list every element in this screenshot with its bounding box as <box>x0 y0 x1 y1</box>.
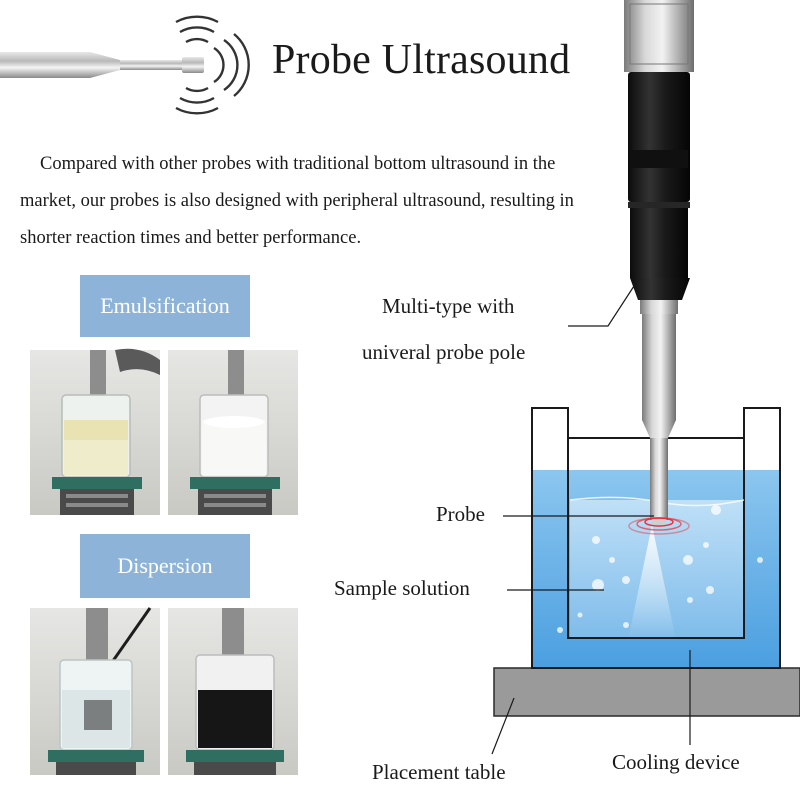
dispersion-tag: Dispersion <box>80 534 250 598</box>
ultrasonic-beam <box>628 525 676 640</box>
sound-wave-icon <box>175 15 250 115</box>
bubbles <box>557 505 763 633</box>
dispersion-photo-before <box>30 607 160 775</box>
small-probe-icon <box>0 52 204 78</box>
multitype-label-line2: univeral probe pole <box>362 340 526 364</box>
emulsification-photo-before <box>30 348 160 515</box>
emulsification-photo-after <box>168 350 298 515</box>
emulsification-tag: Emulsification <box>80 275 250 337</box>
sample-solution-label: Sample solution <box>334 576 470 600</box>
ultrasonic-ring-icon <box>628 517 690 535</box>
ultrasonic-probe <box>624 0 694 526</box>
page-title: Probe Ultrasound <box>272 37 571 83</box>
placement-table-label: Placement table <box>372 760 506 784</box>
probe-label: Probe <box>436 502 485 526</box>
cooling-device-label: Cooling device <box>612 750 740 774</box>
placement-table <box>493 667 800 717</box>
multitype-label-line1: Multi-type with <box>382 294 515 318</box>
description-text: Compared with other probes with traditio… <box>20 154 574 248</box>
dispersion-photo-after <box>168 608 298 775</box>
leader-lines <box>491 285 691 755</box>
